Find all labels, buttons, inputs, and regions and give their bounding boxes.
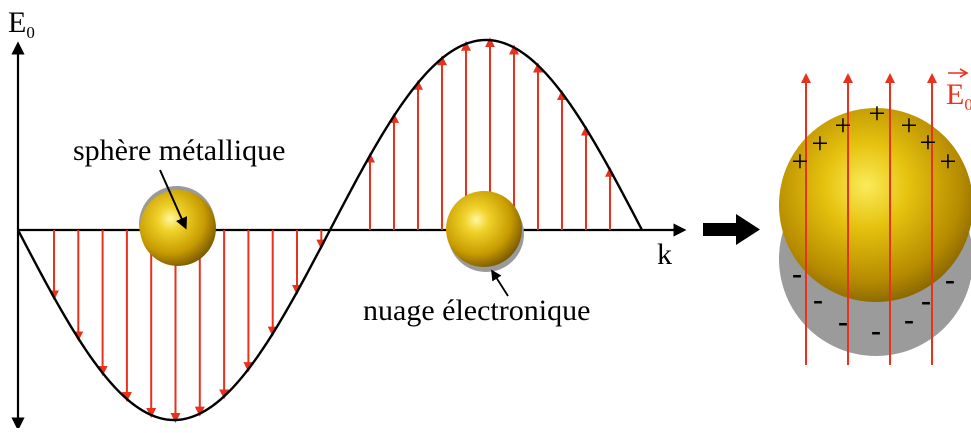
uniform-field-lines [801, 73, 937, 365]
plus-charge: + [940, 145, 957, 178]
y-axis-label: E0 [8, 6, 35, 42]
positive-charges: +++++++ [792, 97, 957, 178]
svg-text:E0: E0 [946, 78, 971, 114]
minus-charge: - [921, 284, 931, 317]
sphere-pointer-arrow [159, 169, 188, 230]
axes [11, 41, 687, 431]
minus-charge: - [838, 305, 848, 338]
minus-charge: - [871, 314, 881, 347]
plus-charge: + [920, 126, 937, 159]
metal-sphere-2 [446, 191, 524, 272]
gold-sphere-2 [446, 191, 522, 267]
large-gold-sphere [779, 108, 971, 302]
plus-charge: + [792, 145, 809, 178]
minus-charge: - [792, 257, 802, 290]
plus-charge: + [901, 109, 918, 142]
x-axis-label: k [657, 238, 672, 271]
gold-sphere-1 [140, 190, 216, 266]
cloud-label: nuage électronique [363, 294, 590, 327]
minus-charge: - [904, 303, 914, 336]
minus-charge: - [945, 263, 955, 296]
sine-curve [16, 38, 644, 422]
large-sphere-group: +++++++ ------- [779, 73, 971, 365]
plus-charge: + [869, 97, 886, 130]
cloud-pointer-arrow [491, 269, 509, 297]
negative-charges: ------- [792, 257, 955, 347]
minus-charge: - [813, 283, 823, 316]
metal-sphere-1 [139, 186, 216, 266]
plus-charge: + [835, 109, 852, 142]
transition-arrow [703, 214, 760, 245]
field-arrows [49, 37, 615, 423]
sphere-label: sphère métallique [73, 134, 285, 167]
field-vector-label: E0 [946, 68, 971, 114]
plus-charge: + [812, 127, 829, 160]
